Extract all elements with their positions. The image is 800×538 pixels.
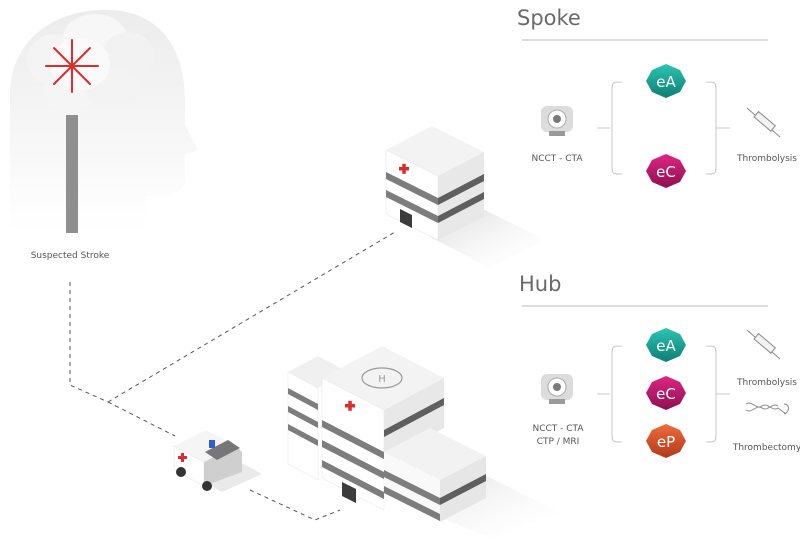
hub-hospital-building: H bbox=[287, 346, 560, 538]
svg-text:H: H bbox=[378, 374, 386, 385]
spoke-hospital-building bbox=[385, 126, 545, 268]
patient-head-illustration bbox=[10, 9, 198, 233]
svg-text:eC: eC bbox=[656, 385, 676, 403]
helipad-icon bbox=[361, 367, 403, 389]
path-patient-to-ambulance bbox=[69, 282, 109, 403]
spoke-badge-ea: eA bbox=[646, 64, 686, 98]
svg-text:eC: eC bbox=[656, 163, 676, 181]
svg-text:eA: eA bbox=[656, 73, 676, 91]
red-cross-icon bbox=[399, 163, 409, 174]
hub-badge-ec: eC bbox=[646, 376, 686, 410]
path-ambulance-to-hub bbox=[249, 489, 341, 521]
siren-icon bbox=[209, 440, 215, 448]
hub-badge-ea: eA bbox=[646, 328, 686, 362]
hub-brackets bbox=[597, 345, 730, 443]
svg-text:eP: eP bbox=[657, 433, 675, 451]
hub-red-cross-icon bbox=[345, 400, 355, 411]
spoke-treatment-thrombolysis: Thrombolysis bbox=[736, 154, 797, 164]
hub-section: Hub NCCT - CTA CTP / MRI eA eC eP bbox=[519, 272, 800, 458]
patient-label: Suspected Stroke bbox=[31, 251, 110, 261]
spoke-section: Spoke NCCT - CTA eA eC Thrombolysis bbox=[517, 6, 797, 188]
hub-imaging-label-1: NCCT - CTA bbox=[532, 424, 584, 434]
stroke-burst-icon bbox=[45, 39, 99, 93]
spinal-cord bbox=[66, 115, 78, 233]
syringe-icon bbox=[746, 107, 781, 138]
hub-syringe-icon bbox=[746, 329, 781, 360]
transport-paths bbox=[69, 231, 396, 521]
spoke-badge-ec: eC bbox=[646, 154, 686, 188]
hub-badge-ep: eP bbox=[646, 424, 686, 458]
hub-treatment-thrombectomy: Thrombectomy bbox=[732, 443, 800, 453]
spoke-title: Spoke bbox=[517, 6, 581, 30]
ambulance-illustration bbox=[173, 430, 262, 492]
path-to-ambulance bbox=[107, 401, 176, 437]
ambulance-cross-icon bbox=[178, 453, 187, 462]
hub-title: Hub bbox=[519, 272, 561, 296]
ct-scanner-icon bbox=[541, 106, 573, 136]
hub-imaging-label-2: CTP / MRI bbox=[537, 437, 580, 447]
hub-treatment-thrombolysis: Thrombolysis bbox=[736, 378, 797, 388]
spoke-brackets bbox=[597, 81, 730, 175]
spoke-imaging-label: NCCT - CTA bbox=[531, 154, 583, 164]
hub-ct-scanner-icon bbox=[541, 374, 573, 404]
svg-text:eA: eA bbox=[656, 337, 676, 355]
stent-retriever-icon bbox=[745, 402, 789, 415]
